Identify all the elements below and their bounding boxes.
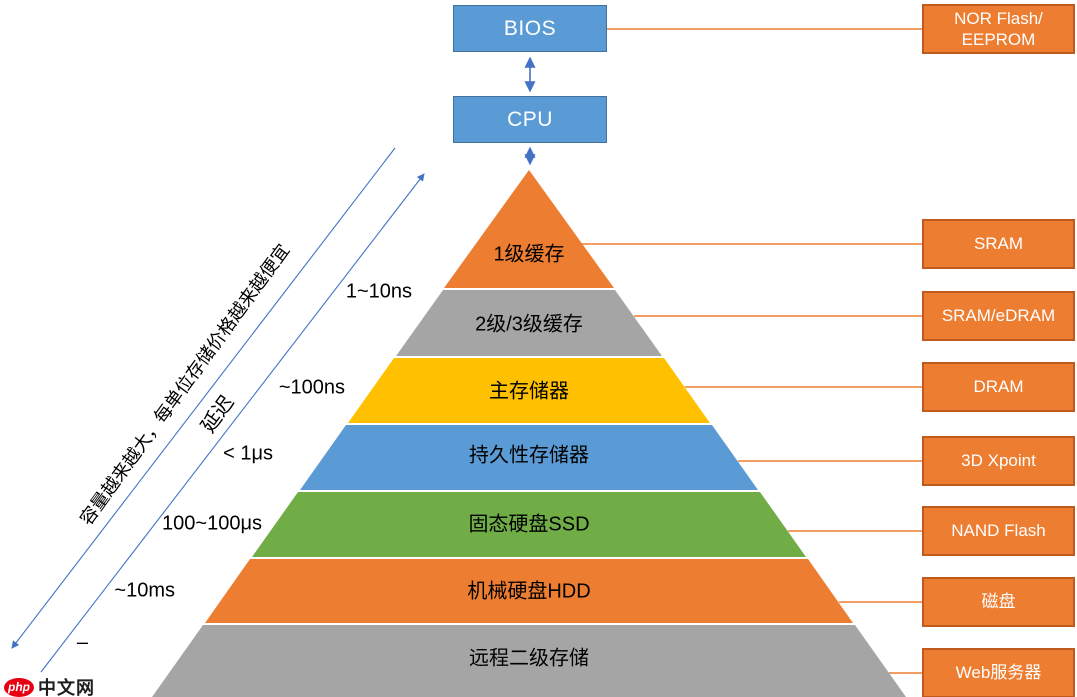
- bios-label: BIOS: [503, 16, 557, 40]
- tech-box-sram-edram: SRAM/eDRAM: [922, 291, 1075, 341]
- pyramid-layer-persistent: [300, 425, 758, 490]
- tech-box-nand-flash: NAND Flash: [922, 506, 1075, 556]
- pyramid-layer-hdd: [205, 559, 853, 623]
- pyramid-label-ssd: 固态硬盘SSD: [468, 513, 590, 536]
- tech-label-nand-flash: NAND Flash: [951, 521, 1046, 541]
- latency-tick-10ms: ~10ms: [114, 579, 175, 602]
- tech-box-web-server: Web服务器: [922, 648, 1075, 697]
- tech-label-nor-flash-eeprom: NOR Flash/ EEPROM: [954, 8, 1043, 49]
- bios-box: BIOS: [453, 5, 607, 52]
- pyramid-layer-ssd: [252, 492, 806, 557]
- php-logo-site-text: 中文网: [38, 678, 95, 697]
- pyramid-layer-main-memory: [348, 358, 710, 423]
- php-logo-badge: php: [4, 677, 34, 697]
- tech-label-sram: SRAM: [973, 234, 1024, 254]
- pyramid-label-remote: 远程二级存储: [469, 647, 589, 670]
- cpu-box: CPU: [453, 96, 607, 143]
- tech-box-disk: 磁盘: [922, 577, 1075, 627]
- pyramid-layer-remote: [152, 625, 906, 697]
- tech-label-sram-edram: SRAM/eDRAM: [941, 306, 1056, 326]
- tech-box-sram: SRAM: [922, 219, 1075, 269]
- pyramid-layer-l2-l3-cache: [396, 290, 662, 356]
- tech-label-3d-xpoint: 3D Xpoint: [961, 451, 1036, 471]
- latency-tick-1us: < 1μs: [223, 442, 273, 465]
- latency-tick-100-100us: 100~100μs: [162, 512, 262, 535]
- latency-tick-1-10ns: 1~10ns: [345, 280, 412, 303]
- latency-axis-arrow: [40, 173, 425, 673]
- pyramid-label-l1-cache: 1级缓存: [493, 243, 565, 266]
- cpu-label: CPU: [507, 107, 553, 131]
- tech-label-disk: 磁盘: [981, 592, 1016, 612]
- tech-box-dram: DRAM: [922, 362, 1075, 412]
- pyramid-label-hdd: 机械硬盘HDD: [467, 580, 591, 603]
- memory-pyramid: 1级缓存 2级/3级缓存 主存储器 持久性存储器 固态硬盘SSD 机械硬盘HDD…: [152, 170, 906, 697]
- tech-label-web-server: Web服务器: [955, 663, 1042, 683]
- tech-box-nor-flash-eeprom: NOR Flash/ EEPROM: [922, 4, 1075, 54]
- capacity-axis-arrow: [11, 147, 396, 649]
- tech-label-dram: DRAM: [973, 377, 1024, 397]
- tech-box-3d-xpoint: 3D Xpoint: [922, 436, 1075, 486]
- latency-tick-dash: –: [76, 631, 88, 654]
- pyramid-label-persistent: 持久性存储器: [469, 444, 589, 467]
- pyramid-label-main-memory: 主存储器: [489, 380, 569, 403]
- latency-tick-100ns: ~100ns: [278, 376, 345, 399]
- php-cn-logo: php 中文网: [4, 674, 95, 697]
- pyramid-label-l2-l3-cache: 2级/3级缓存: [475, 313, 583, 336]
